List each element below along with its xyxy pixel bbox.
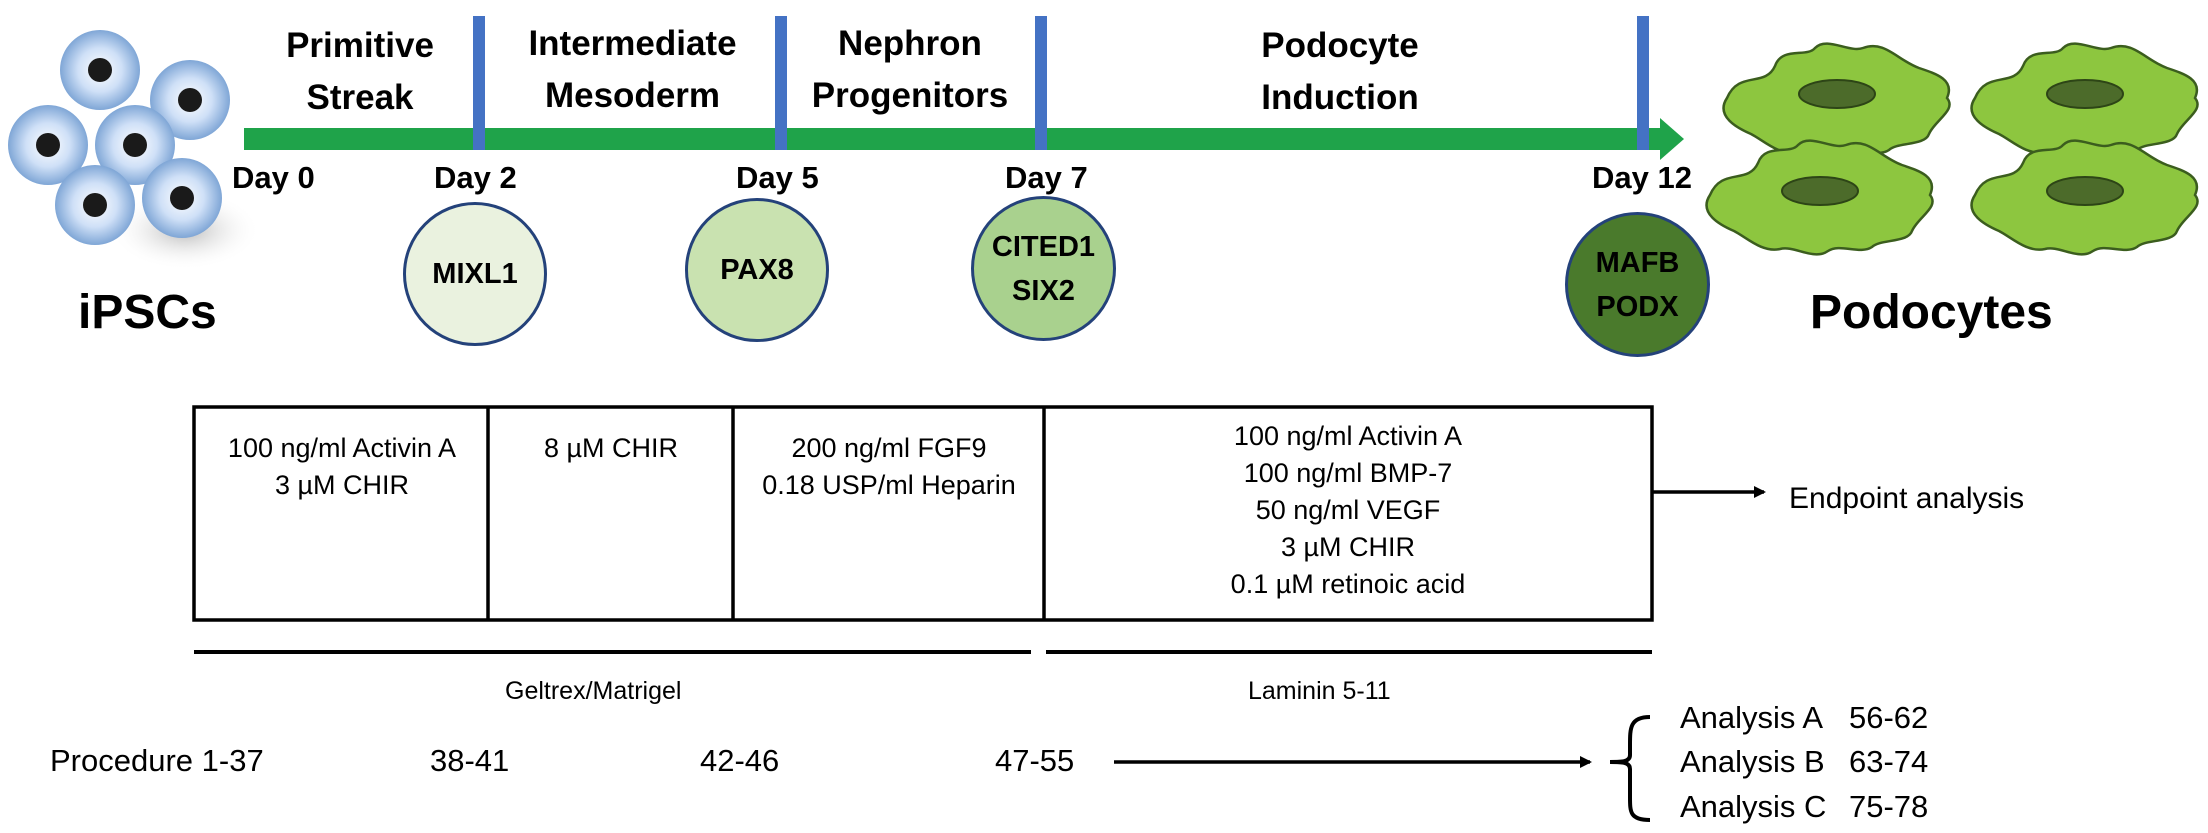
timeline-divider xyxy=(473,16,485,150)
marker-mafb-podx: MAFB PODX xyxy=(1565,212,1710,357)
procedure-step: 42-46 xyxy=(700,743,780,778)
timeline-divider xyxy=(775,16,787,150)
podocyte-icon xyxy=(1970,42,2199,159)
conditions-table-frame xyxy=(192,405,1654,622)
condition-cell-3: 200 ng/ml FGF9 0.18 USP/ml Heparin xyxy=(762,433,1016,500)
marker-mixl1: MIXL1 xyxy=(403,202,547,346)
podocyte-icon xyxy=(1722,42,1951,159)
marker-pax8: PAX8 xyxy=(685,198,829,342)
stage-intermediate-mesoderm: Intermediate Mesoderm xyxy=(528,24,737,115)
day-label: Day 2 xyxy=(434,160,517,195)
analysis-name: Analysis B xyxy=(1680,744,1825,779)
ipsc-cell-icon xyxy=(8,105,88,185)
analysis-range: 56-62 xyxy=(1849,700,1929,735)
ipsc-cell-icon xyxy=(55,165,135,245)
ipsc-cell-icon xyxy=(142,158,222,238)
marker-cited1-six2: CITED1 SIX2 xyxy=(971,196,1116,341)
analysis-range: 63-74 xyxy=(1849,744,1929,779)
procedure-label: Procedure 1-37 xyxy=(50,743,264,778)
podocyte-icon xyxy=(1705,139,1934,256)
procedure-step: 38-41 xyxy=(430,743,510,778)
analysis-name: Analysis A xyxy=(1680,700,1824,735)
condition-cell-2: 8 µM CHIR xyxy=(543,433,679,463)
podocyte-icon xyxy=(1970,139,2199,256)
stage-primitive-streak: Primitive Streak xyxy=(286,26,434,117)
timeline-divider xyxy=(1035,16,1047,150)
day-label: Day 0 xyxy=(232,160,315,195)
end-label: Podocytes xyxy=(1810,286,2053,339)
analysis-name: Analysis C xyxy=(1680,789,1827,824)
substrate-laminin: Laminin 5-11 xyxy=(1248,677,1391,705)
start-label: iPSCs xyxy=(78,286,217,339)
day-label: Day 7 xyxy=(1005,160,1088,195)
timeline-arrow xyxy=(244,118,1684,160)
timeline-divider xyxy=(1637,16,1649,150)
podocyte-cells-icon xyxy=(1705,42,2199,256)
ipsc-cell-icon xyxy=(60,30,140,110)
condition-cell-4: 100 ng/ml Activin A 100 ng/ml BMP-7 50 n… xyxy=(1230,421,1466,599)
endpoint-label: Endpoint analysis xyxy=(1789,482,2025,515)
ipsc-cell-icon xyxy=(150,60,230,140)
stage-nephron-progenitors: Nephron Progenitors xyxy=(811,24,1009,115)
substrate-geltrex: Geltrex/Matrigel xyxy=(505,677,682,705)
procedure-step: 47-55 xyxy=(995,743,1075,778)
day-label: Day 12 xyxy=(1592,160,1692,195)
ipsc-cluster-icon xyxy=(8,30,260,270)
analysis-range: 75-78 xyxy=(1849,789,1929,824)
day-label: Day 5 xyxy=(736,160,819,195)
stage-podocyte-induction: Podocyte Induction xyxy=(1261,26,1419,117)
analysis-brace xyxy=(1609,715,1651,822)
ipsc-cell-icon xyxy=(95,105,175,185)
condition-cell-1: 100 ng/ml Activin A 3 µM CHIR xyxy=(227,433,457,500)
